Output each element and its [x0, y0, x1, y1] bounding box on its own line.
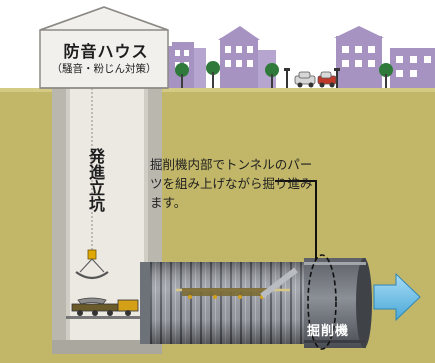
street-lamps — [284, 68, 340, 88]
soundproof-house — [39, 6, 169, 89]
tunnel — [140, 262, 304, 344]
callout-leader — [275, 180, 317, 260]
tree-icon — [175, 63, 189, 88]
car-icon — [317, 71, 337, 88]
tree-icon — [206, 61, 220, 88]
callout-text: 掘削機内部でトンネルのパーツを組み上げながら掘り進みます。 — [150, 157, 313, 210]
segment-cart — [66, 297, 148, 319]
car-icon — [294, 71, 316, 88]
soundproof-house-note: （騒音・粉じん対策） — [51, 63, 157, 75]
tree-icon — [379, 63, 393, 88]
tunnel-boring-machine-label: 掘削機 — [307, 324, 350, 339]
crane-hook-icon — [75, 88, 109, 280]
tunnel-boring-machine — [304, 254, 372, 350]
right-arrow-icon — [373, 272, 421, 322]
soundproof-house-label: 防音ハウス — [63, 42, 149, 61]
tree-icon — [265, 63, 279, 88]
launch-shaft-label: 発進立坑 — [86, 148, 105, 212]
ground-surface — [0, 88, 435, 92]
